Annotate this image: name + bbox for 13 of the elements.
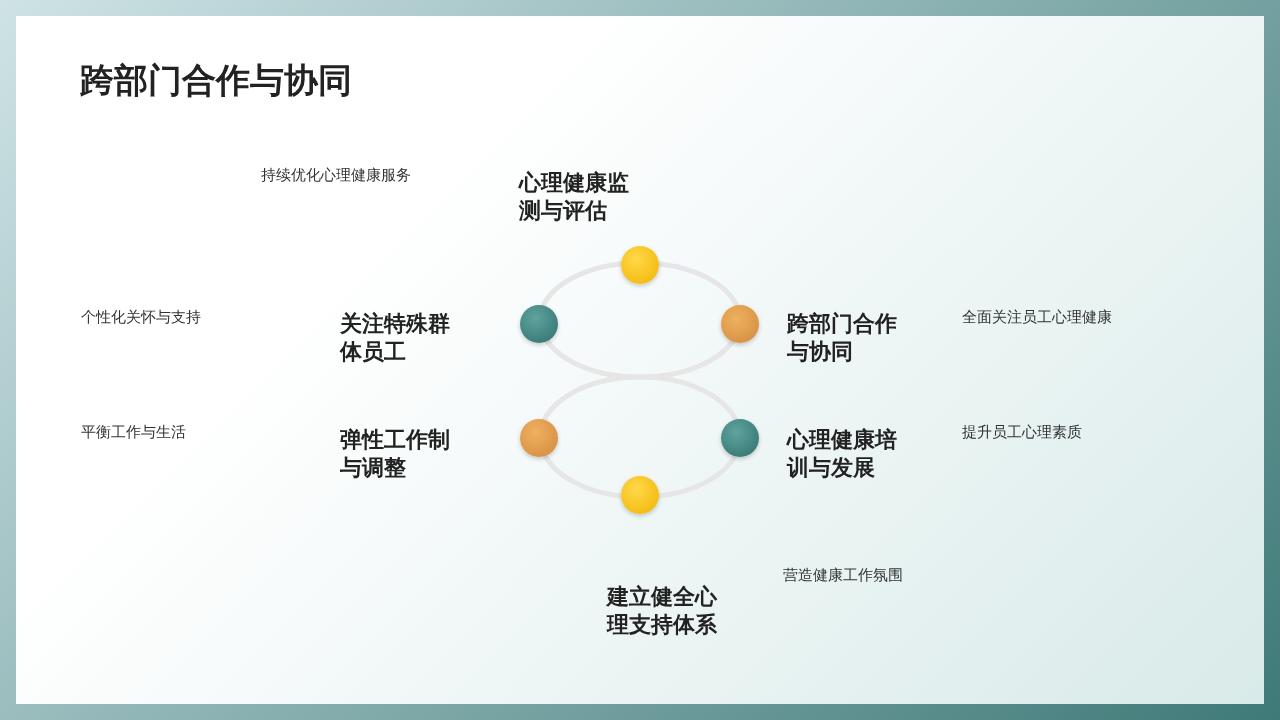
- note-text: 提升员工心理素质: [962, 423, 1082, 442]
- note-text: 持续优化心理健康服务: [261, 166, 411, 185]
- node-label: 心理健康培训与发展: [787, 426, 898, 482]
- note-text: 全面关注员工心理健康: [962, 308, 1112, 327]
- node-label: 跨部门合作与协同: [787, 310, 898, 366]
- note-text: 营造健康工作氛围: [783, 566, 903, 585]
- node-label: 心理健康监测与评估: [519, 169, 630, 225]
- slide-title: 跨部门合作与协同: [80, 60, 352, 101]
- note-text: 平衡工作与生活: [81, 423, 186, 442]
- node-label: 建立健全心理支持体系: [607, 583, 718, 639]
- node-label: 弹性工作制与调整: [340, 426, 451, 482]
- note-text: 个性化关怀与支持: [81, 308, 201, 327]
- node-label: 关注特殊群体员工: [340, 310, 451, 366]
